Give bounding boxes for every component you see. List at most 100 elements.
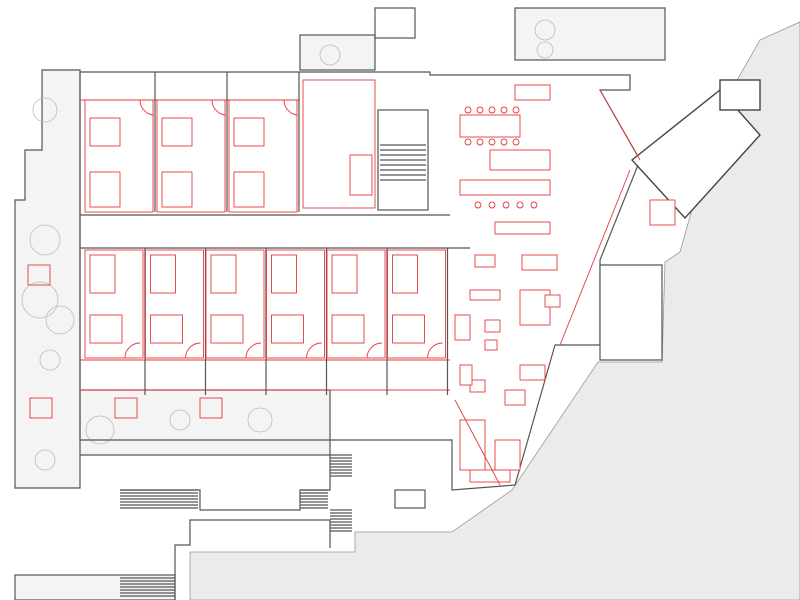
office-furniture <box>454 84 676 486</box>
desk <box>544 294 561 308</box>
planter <box>394 489 426 509</box>
tree-icon <box>39 349 61 371</box>
site-wall-lower <box>174 519 331 600</box>
tree-icon <box>247 407 273 433</box>
door-swing-icon <box>366 342 383 359</box>
chair-icon <box>464 106 472 114</box>
tree-icon <box>85 415 115 445</box>
door-swing-icon <box>283 99 298 116</box>
guest-room <box>145 249 204 359</box>
bed-icon <box>331 314 365 344</box>
bathroom <box>331 254 358 294</box>
chair-icon <box>464 138 472 146</box>
bathroom <box>161 171 193 208</box>
stairs <box>380 144 426 181</box>
planter-box <box>114 397 138 419</box>
bed-icon <box>89 314 123 344</box>
tree-icon <box>319 44 341 66</box>
tree-icon <box>45 305 75 335</box>
planter-box <box>29 397 53 419</box>
exterior-stairs <box>120 454 352 597</box>
tree-icon <box>29 224 61 256</box>
door-swing-icon <box>245 342 262 359</box>
bathroom <box>271 254 297 294</box>
bathroom <box>233 171 265 208</box>
bed-icon <box>150 314 183 344</box>
planter-box <box>199 397 223 419</box>
bed-icon <box>210 314 244 344</box>
desk <box>504 389 526 406</box>
door-swing-icon <box>139 99 154 116</box>
desk <box>494 439 521 471</box>
chair-icon <box>512 106 520 114</box>
guest-room <box>228 99 298 213</box>
stair-core <box>377 109 429 211</box>
desk <box>469 289 501 301</box>
elevator <box>349 154 373 196</box>
desk <box>469 379 486 393</box>
guest-room <box>326 249 386 359</box>
east-stair-box <box>719 79 761 111</box>
guest-room <box>156 99 226 213</box>
bed-icon <box>271 314 304 344</box>
exterior-ground <box>189 21 800 600</box>
east-wing <box>630 89 761 220</box>
door-swing-icon <box>211 99 226 116</box>
desk <box>484 319 501 333</box>
west-terrace <box>14 69 331 489</box>
guest-room <box>84 249 144 359</box>
desk <box>459 364 473 386</box>
chair-icon <box>476 138 484 146</box>
chimney <box>374 7 416 39</box>
chair-icon <box>476 106 484 114</box>
desk <box>489 149 551 171</box>
guest-room <box>266 249 325 359</box>
chair-icon <box>512 138 520 146</box>
desk <box>649 199 676 226</box>
glass-partition <box>454 399 501 486</box>
desk <box>459 179 551 196</box>
chair-icon <box>500 138 508 146</box>
bathroom <box>89 254 116 294</box>
bathroom <box>89 171 121 208</box>
chair-icon <box>516 201 524 209</box>
bathroom <box>210 254 237 294</box>
chair-icon <box>488 138 496 146</box>
bed-icon <box>233 117 265 147</box>
chair-icon <box>530 201 538 209</box>
chair-icon <box>488 106 496 114</box>
guest-room <box>387 249 446 359</box>
glass-partition <box>559 169 631 346</box>
glass-partition <box>599 89 641 161</box>
chair-icon <box>488 201 496 209</box>
desk <box>514 84 551 101</box>
tree-icon <box>534 19 556 41</box>
north-terrace <box>299 34 376 71</box>
desk <box>494 221 551 235</box>
chair-icon <box>474 201 482 209</box>
door-swing-icon <box>427 342 443 359</box>
desk <box>484 339 498 351</box>
trees <box>21 19 556 471</box>
desk <box>519 364 546 381</box>
tree-icon <box>21 281 59 319</box>
tree-icon <box>34 449 56 471</box>
bed-icon <box>161 117 193 147</box>
door-swing-icon <box>124 342 141 359</box>
east-annex <box>599 264 663 361</box>
door-swing-icon <box>306 342 322 359</box>
planter-box <box>27 264 51 286</box>
site-wall <box>120 455 331 511</box>
desk <box>474 254 496 268</box>
northeast-terrace <box>514 7 666 61</box>
desk <box>454 314 471 341</box>
chair-icon <box>500 106 508 114</box>
desk <box>459 419 486 471</box>
guest-room <box>205 249 265 359</box>
tree-icon <box>32 97 58 123</box>
bathroom <box>392 254 418 294</box>
service-room <box>302 79 376 209</box>
desk <box>521 254 558 271</box>
desk <box>469 469 511 483</box>
